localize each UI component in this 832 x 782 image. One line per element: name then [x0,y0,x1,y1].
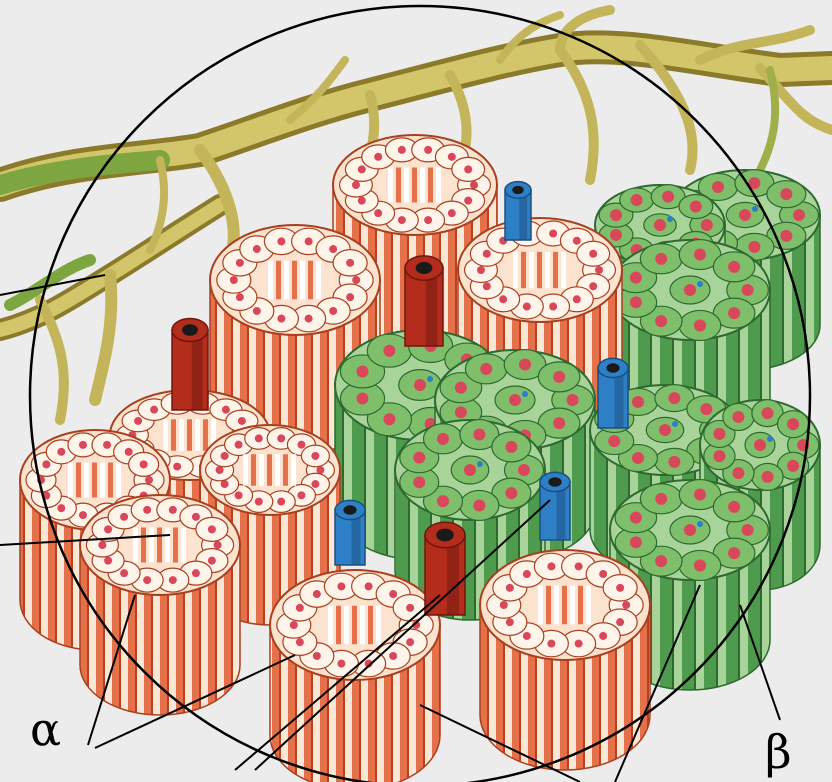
vein-vessel [335,500,365,565]
artery-vessel [405,256,443,346]
vein-vessel [505,182,531,240]
beta-cell-label: β [765,725,792,779]
alpha-cell-cluster [270,570,440,782]
artery-vessel [425,522,465,615]
alpha-cell-cluster [480,550,650,770]
artery-vessel [172,318,208,410]
vein-vessel [598,358,628,428]
alpha-cell-label: α [30,702,61,756]
alpha-cell-cluster [80,495,240,715]
